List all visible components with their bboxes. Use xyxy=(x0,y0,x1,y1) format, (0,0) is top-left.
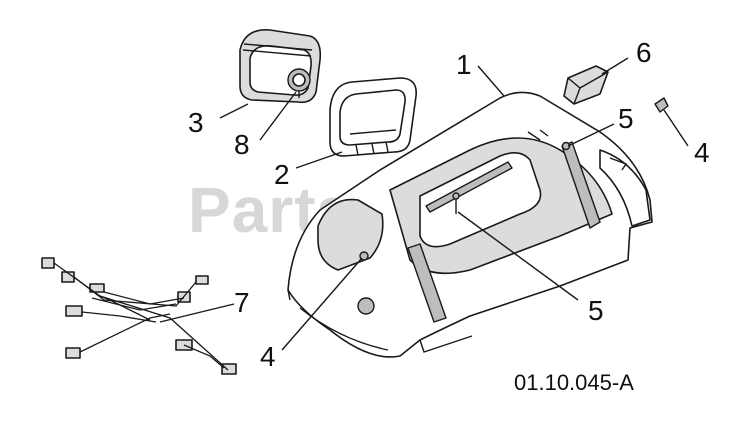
lens-bezel xyxy=(329,77,417,157)
callout-4-lower: 4 xyxy=(260,341,276,372)
callout-4-upper: 4 xyxy=(694,137,710,168)
switch xyxy=(563,65,609,105)
bulb-socket xyxy=(287,68,311,98)
reference-code: 01.10.045-A xyxy=(514,370,634,395)
callout-5-lower: 5 xyxy=(588,295,604,326)
screw-upper xyxy=(654,97,669,113)
clip-lower xyxy=(452,192,460,214)
leader-lines xyxy=(159,57,689,351)
callout-7: 7 xyxy=(234,287,250,318)
callout-1: 1 xyxy=(456,49,472,80)
callout-6: 6 xyxy=(636,37,652,68)
callout-2: 2 xyxy=(274,159,290,190)
wiring-harness xyxy=(41,257,237,375)
callout-3: 3 xyxy=(188,107,204,138)
headlight-housing xyxy=(239,29,322,104)
callout-5-upper: 5 xyxy=(618,103,634,134)
hood-cowl xyxy=(287,91,653,358)
callout-8: 8 xyxy=(234,129,250,160)
